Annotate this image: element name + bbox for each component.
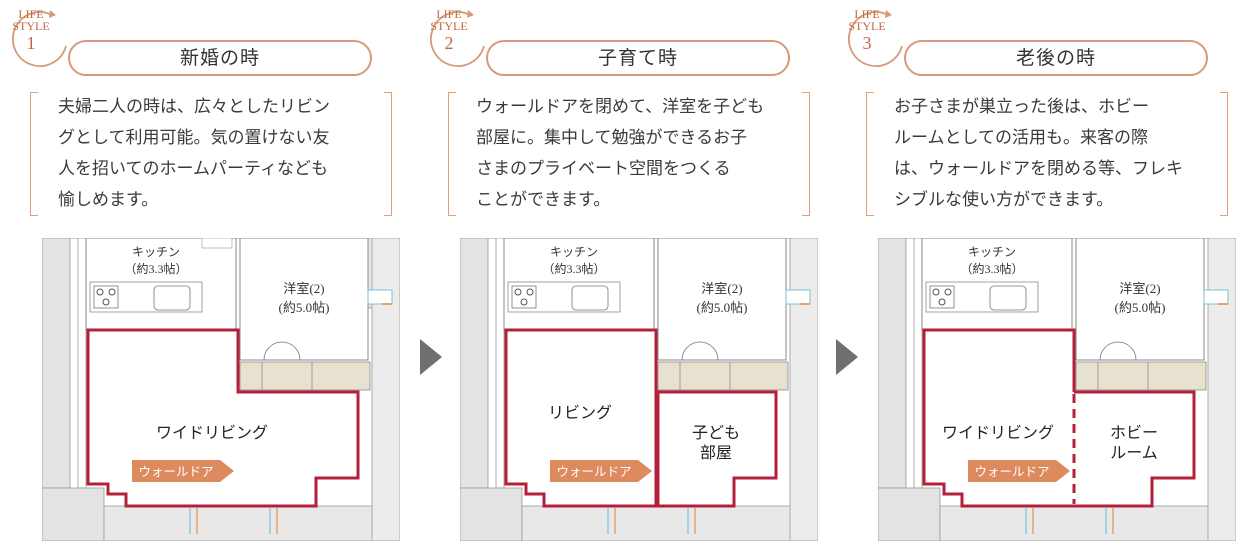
western-room-label: 洋室(2) [701, 281, 742, 296]
badge-style: STYLE [848, 19, 886, 33]
description-line: お子さまが巣立った後は、ホビー [894, 97, 1149, 117]
panel-title: 老後の時 [1015, 47, 1096, 69]
description-line: 部屋に。集中して勉強ができるお子 [476, 128, 748, 148]
bracket-right [1220, 92, 1228, 216]
description-line: 夫婦二人の時は、広々としたリビン [58, 97, 330, 117]
title-pill [486, 40, 790, 76]
badge-style: STYLE [430, 19, 468, 33]
panel-header: LIFE STYLE 2 子育て時 [418, 0, 808, 80]
description-line: ウォールドアを閉めて、洋室を子ども [476, 97, 765, 117]
room-label-left: ワイドリビング [156, 424, 268, 442]
life-style-badge: LIFE STYLE 1 [0, 8, 62, 52]
life-style-badge: LIFE STYLE 2 [418, 8, 480, 52]
wall-door-tag [550, 460, 652, 482]
title-pill [68, 40, 372, 76]
life-style-badge: LIFE STYLE 3 [836, 8, 898, 52]
badge-circle-arrow-icon [12, 10, 67, 67]
kitchen-label: キッチン [550, 245, 598, 259]
badge-life: LIFE [436, 7, 462, 21]
panel-title: 新婚の時 [179, 47, 260, 69]
description-line: ことができます。 [476, 190, 611, 210]
description-line: グとして利用可能。気の置けない友 [58, 128, 330, 148]
room-label-right-line2: 部屋 [700, 444, 732, 462]
floor-plan: ワイドリビング ホビー ルーム キッチン （約3.3帖） 洋室(2) (約5.0… [878, 238, 1236, 541]
room-label-left: ワイドリビング [942, 424, 1054, 442]
kitchen-label: キッチン [132, 245, 180, 259]
description-text: 夫婦二人の時は、広々としたリビン グとして利用可能。気の置けない友 人を招いての… [58, 92, 378, 216]
floor-plan: キッチン （約3.3帖） 洋室(2) (約5.0帖) リビング 子ども 部屋 ウ… [460, 238, 818, 541]
western-room-area: (約5.0帖) [279, 300, 330, 315]
description-line: 人を招いてのホームパーティなども [58, 159, 328, 179]
description-box: お子さまが巣立った後は、ホビー ルームとしての活用も。来客の際 は、ウォールドア… [866, 92, 1228, 218]
description-line: さまのプライベート空間をつくる [476, 159, 731, 179]
badge-number: 2 [444, 33, 454, 53]
wall-door-tag [132, 460, 234, 482]
life-style-panel-3: LIFE STYLE 3 老後の時 お子さまが巣立った後は、ホビー ルームとして… [836, 0, 1236, 551]
description-line: は、ウォールドアを閉める等、フレキ [894, 159, 1183, 179]
kitchen-area: （約3.3帖） [542, 261, 605, 276]
badge-number: 1 [26, 33, 36, 53]
kitchen-label: キッチン [968, 245, 1016, 259]
room-label-right-line1: 子ども [692, 424, 740, 442]
description-line: ルームとしての活用も。来客の際 [894, 128, 1148, 148]
life-style-panel-2: LIFE STYLE 2 子育て時 ウォールドアを閉めて、洋室を子ども 部屋に。… [418, 0, 818, 551]
kitchen-area: （約3.3帖） [124, 261, 187, 276]
badge-circle-arrow-icon [848, 10, 903, 67]
room-label-right-line2: ルーム [1110, 445, 1158, 462]
bracket-left [448, 92, 456, 216]
description-text: ウォールドアを閉めて、洋室を子ども 部屋に。集中して勉強ができるお子 さまのプラ… [476, 92, 796, 216]
room-label-right-line1: ホビー [1110, 424, 1158, 442]
western-room-area: (約5.0帖) [1115, 300, 1166, 315]
next-arrow-icon [420, 339, 442, 375]
western-room-label: 洋室(2) [283, 281, 324, 296]
title-pill [904, 40, 1208, 76]
panel-header: LIFE STYLE 3 老後の時 [836, 0, 1226, 80]
kitchen-area: （約3.3帖） [960, 261, 1023, 276]
life-style-panel-1: LIFE STYLE 1 新婚の時 夫婦二人の時は、広々としたリビン グとして利… [0, 0, 400, 551]
badge-life: LIFE [18, 7, 44, 21]
badge-style: STYLE [12, 19, 50, 33]
description-box: 夫婦二人の時は、広々としたリビン グとして利用可能。気の置けない友 人を招いての… [30, 92, 392, 218]
room-label-left: リビング [548, 404, 612, 422]
description-line: シブルな使い方ができます。 [894, 190, 1114, 210]
wall-door-tag-label: ウォールドア [556, 465, 631, 479]
bracket-right [384, 92, 392, 216]
floor-plan: キッチン （約3.3帖） 洋室(2) (約5.0帖) ワイドリビング ウォールド… [42, 238, 400, 541]
next-arrow-icon [836, 339, 858, 375]
description-text: お子さまが巣立った後は、ホビー ルームとしての活用も。来客の際 は、ウォールドア… [894, 92, 1214, 216]
wall-door-tag [968, 460, 1070, 482]
bracket-right [802, 92, 810, 216]
description-box: ウォールドアを閉めて、洋室を子ども 部屋に。集中して勉強ができるお子 さまのプラ… [448, 92, 810, 218]
description-line: 愉しめます。 [58, 190, 159, 210]
bracket-left [866, 92, 874, 216]
western-room-label: 洋室(2) [1119, 281, 1160, 296]
badge-life: LIFE [854, 7, 880, 21]
wall-door-tag-label: ウォールドア [138, 465, 213, 479]
badge-circle-arrow-icon [430, 10, 485, 67]
bracket-left [30, 92, 38, 216]
wall-door-tag-label: ウォールドア [974, 465, 1049, 479]
panel-title: 子育て時 [597, 47, 678, 69]
western-room-area: (約5.0帖) [697, 300, 748, 315]
badge-number: 3 [862, 33, 872, 53]
panel-header: LIFE STYLE 1 新婚の時 [0, 0, 390, 80]
